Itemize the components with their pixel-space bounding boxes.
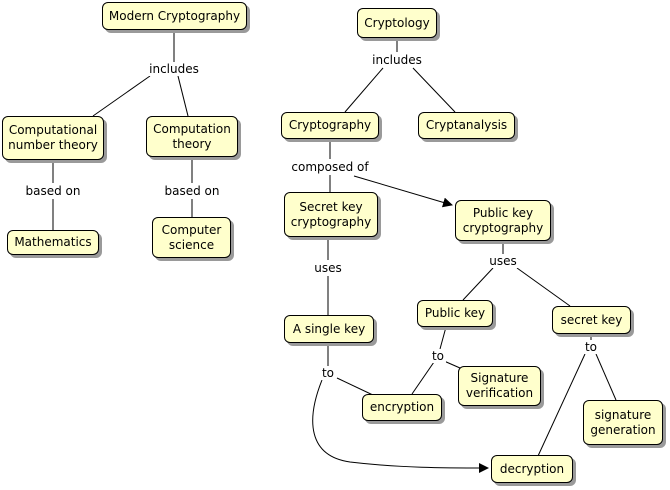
node-cryptology[interactable]: Cryptology: [357, 8, 437, 38]
link-publickey-to-to: [439, 326, 447, 350]
link-label-based-on: based on: [23, 184, 83, 198]
node-mathematics[interactable]: Mathematics: [7, 230, 99, 255]
link-label-to: to: [429, 349, 447, 363]
node-computation-theory[interactable]: Computation theory: [146, 116, 238, 157]
node-computer-science[interactable]: Computer science: [152, 217, 231, 258]
node-a-single-key[interactable]: A single key: [284, 315, 374, 343]
node-cryptanalysis[interactable]: Cryptanalysis: [418, 112, 515, 139]
node-cryptography[interactable]: Cryptography: [281, 112, 379, 139]
link-includes-to-computation: [177, 75, 189, 117]
link-to-to-encryption: [336, 377, 376, 397]
link-to-to-decryption: [312, 379, 489, 473]
node-encryption[interactable]: encryption: [362, 394, 442, 421]
link-uses-to-secretkey: [516, 267, 571, 307]
node-computational-number-theory[interactable]: Computational number theory: [2, 116, 104, 160]
link-label-composed-of: composed of: [289, 160, 371, 174]
node-signature-verification[interactable]: Signature verification: [458, 366, 541, 406]
link-to-to-encryption-2: [411, 361, 435, 395]
node-signature-generation[interactable]: signature generation: [583, 400, 663, 445]
link-includes-to-computational: [92, 75, 151, 117]
node-secret-key[interactable]: secret key: [552, 306, 631, 334]
node-secret-key-cryptography[interactable]: Secret key cryptography: [284, 192, 378, 237]
node-decryption[interactable]: decryption: [491, 455, 573, 483]
link-uses-to-publickey: [462, 267, 494, 301]
link-label-uses: uses: [312, 261, 344, 275]
link-label-uses: uses: [487, 254, 519, 268]
link-composedof-to-publickeycrypto: [353, 175, 453, 208]
node-public-key-cryptography[interactable]: Public key cryptography: [455, 200, 551, 241]
link-to-to-siggeneration: [595, 353, 617, 401]
node-public-key[interactable]: Public key: [417, 300, 493, 327]
link-label-to: to: [582, 340, 600, 354]
link-includes-to-cryptanalysis: [412, 67, 456, 113]
node-modern-cryptography[interactable]: Modern Cryptography: [102, 2, 247, 30]
link-label-based-on: based on: [162, 184, 222, 198]
link-to-to-decryption-2: [537, 353, 586, 457]
link-label-to: to: [319, 366, 337, 380]
link-label-includes: includes: [147, 62, 201, 76]
link-to-to-sigverification: [443, 360, 461, 369]
link-includes-to-cryptography: [344, 67, 384, 113]
link-label-includes: includes: [370, 53, 424, 67]
